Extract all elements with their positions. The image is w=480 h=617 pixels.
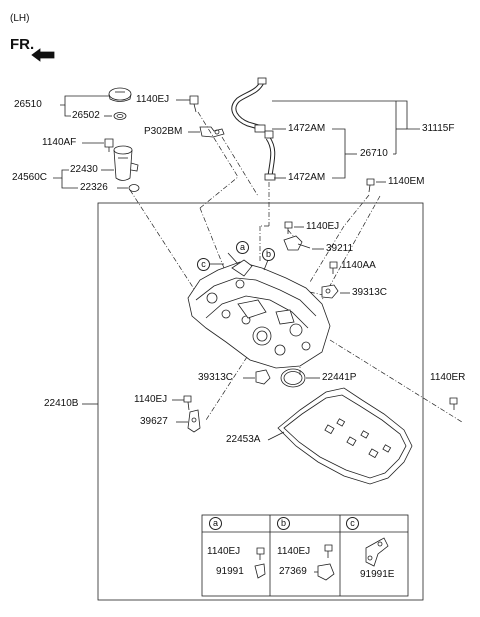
gasket-22453a-icon xyxy=(277,387,413,485)
oil-filler-cap-icon xyxy=(108,87,132,102)
table-header-c: c xyxy=(346,517,359,530)
sensor-39313c-left-icon xyxy=(255,369,271,385)
side-indicator: (LH) xyxy=(10,13,30,24)
part-label-31115f: 31115F xyxy=(422,123,455,134)
part-label-p302bm: P302BM xyxy=(144,126,183,137)
table-clip-a-icon xyxy=(254,563,266,579)
bracket-39627-icon xyxy=(187,409,201,433)
gasket-22441p-icon xyxy=(280,368,306,388)
part-label-24560c: 24560C xyxy=(12,172,48,183)
part-label-1140ej-top: 1140EJ xyxy=(136,94,170,105)
callout-a: a xyxy=(236,241,249,254)
table-cell-a-2: 91991 xyxy=(216,566,244,577)
part-label-22453a: 22453A xyxy=(226,434,261,445)
part-label-26502: 26502 xyxy=(72,110,100,121)
part-label-39313c-left: 39313C xyxy=(198,372,234,383)
filler-neck-icon xyxy=(113,145,139,181)
table-cell-a-1: 1140EJ xyxy=(207,546,241,557)
part-label-22410b: 22410B xyxy=(44,398,79,409)
part-label-1140ej-low: 1140EJ xyxy=(134,394,168,405)
bolt-1140em-icon xyxy=(366,178,375,193)
part-label-1140er: 1140ER xyxy=(430,372,466,383)
bolt-1140af-icon xyxy=(104,138,114,152)
table-bolt-a-icon xyxy=(256,547,265,560)
bolt-mid-icon xyxy=(284,221,293,234)
oring-22326-icon xyxy=(128,184,140,192)
callout-b: b xyxy=(262,248,275,261)
part-label-1140aa: 1140AA xyxy=(341,260,376,271)
pcv-valve-icon xyxy=(199,126,225,138)
part-label-22326: 22326 xyxy=(80,182,108,193)
breather-hose-icon xyxy=(231,77,276,181)
sensor-39313c-right-icon xyxy=(321,284,339,299)
bolt-1140aa-icon xyxy=(329,261,338,274)
parts-table xyxy=(201,514,409,597)
part-label-39627: 39627 xyxy=(140,416,168,427)
table-clip-b-icon xyxy=(314,563,335,581)
main-frame xyxy=(97,202,424,601)
part-label-39313c-right: 39313C xyxy=(352,287,388,298)
sensor-39211-icon xyxy=(283,235,311,251)
part-label-26510: 26510 xyxy=(14,99,42,110)
part-label-1140ej-mid: 1140EJ xyxy=(306,221,340,232)
table-bracket-c-icon xyxy=(365,537,389,567)
part-label-22430: 22430 xyxy=(70,164,98,175)
part-label-39211: 39211 xyxy=(326,243,354,254)
front-arrow-icon xyxy=(31,48,55,62)
table-bolt-b-icon xyxy=(324,544,333,558)
table-cell-b-1: 1140EJ xyxy=(277,546,311,557)
head-cover-icon xyxy=(187,259,331,369)
part-label-1140af: 1140AF xyxy=(42,137,77,148)
part-label-26710: 26710 xyxy=(360,148,388,159)
cap-gasket-icon xyxy=(113,112,127,120)
table-header-b: b xyxy=(277,517,290,530)
table-cell-c-1: 91991E xyxy=(360,569,395,580)
table-header-a: a xyxy=(209,517,222,530)
bolt-1140er-icon xyxy=(449,397,458,410)
part-label-1472am-lower: 1472AM xyxy=(288,172,326,183)
bolt-low-icon xyxy=(183,395,192,411)
front-label: FR. xyxy=(10,36,35,53)
callout-c: c xyxy=(197,258,210,271)
part-label-1140em: 1140EM xyxy=(388,176,425,187)
table-cell-b-2: 27369 xyxy=(279,566,307,577)
bolt-top-icon xyxy=(189,95,199,113)
part-label-22441p: 22441P xyxy=(322,372,357,383)
part-label-1472am-upper: 1472AM xyxy=(288,123,326,134)
